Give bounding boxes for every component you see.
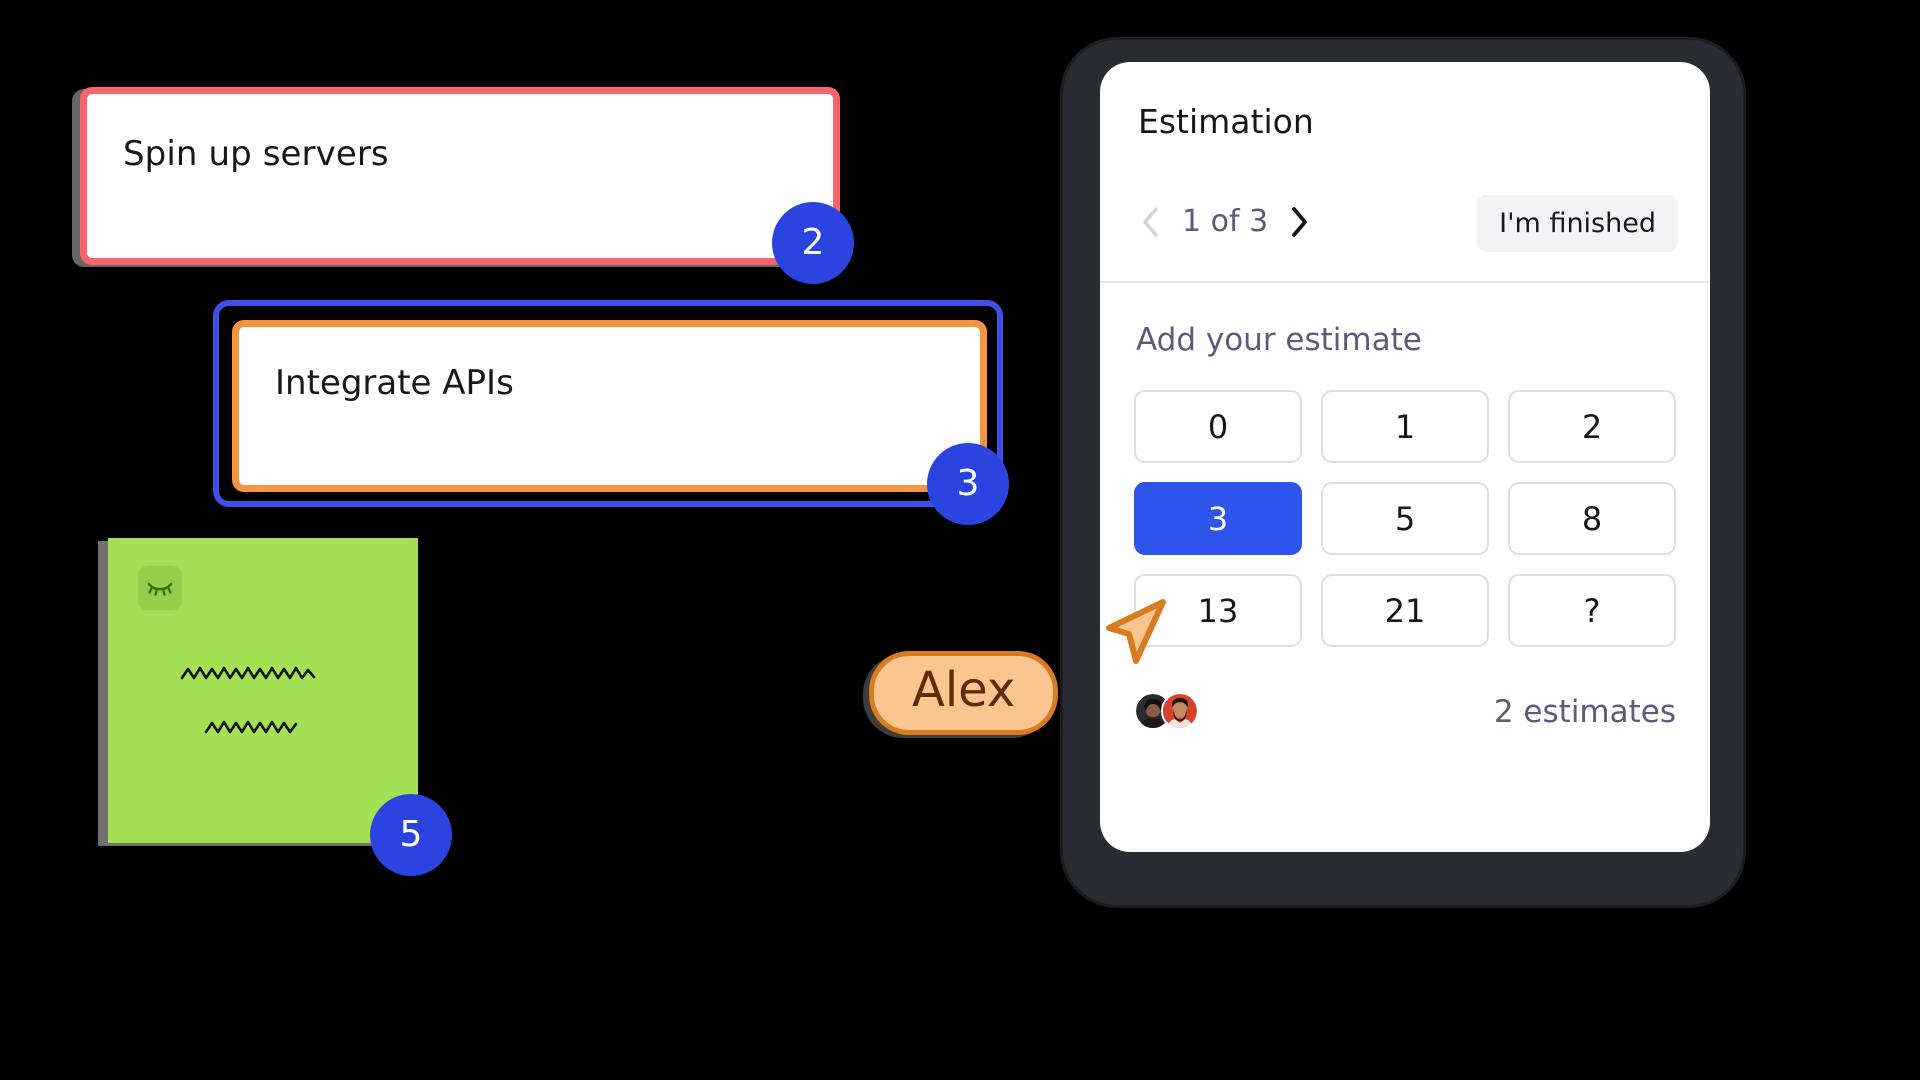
avatar [1134, 692, 1172, 730]
estimate-button-2[interactable]: 2 [1508, 390, 1676, 463]
page-title: Estimation [1138, 102, 1314, 141]
story-card-title: Spin up servers [123, 134, 389, 174]
add-estimate-label: Add your estimate [1136, 322, 1422, 358]
estimate-button-13[interactable]: 13 [1134, 574, 1302, 647]
chevron-right-icon[interactable] [1282, 205, 1316, 239]
story-card-title: Integrate APIs [275, 363, 514, 403]
avatar [1161, 692, 1199, 730]
sticky-note-hidden-badge [138, 566, 182, 610]
story-card-estimate-badge-2: 2 [772, 202, 854, 284]
chevron-left-icon[interactable] [1134, 205, 1168, 239]
estimate-button-3[interactable]: 3 [1134, 482, 1302, 555]
story-card-estimate-badge-3: 3 [927, 443, 1009, 525]
estimate-button-8[interactable]: 8 [1508, 482, 1676, 555]
cursor-arrow-icon [1105, 598, 1167, 670]
estimates-footer: 2 estimates [1100, 692, 1710, 752]
eye-closed-icon [147, 579, 173, 597]
estimation-panel: Estimation 1 of 3 I'm finished Add your … [1100, 62, 1710, 852]
estimate-button-0[interactable]: 0 [1134, 390, 1302, 463]
divider [1100, 281, 1710, 283]
cursor-name-label: Alex [869, 651, 1059, 735]
scribble-line-icon [180, 662, 318, 688]
estimate-button-unknown[interactable]: ? [1508, 574, 1676, 647]
sticky-note-estimate-badge-5: 5 [370, 794, 452, 876]
im-finished-button[interactable]: I'm finished [1477, 195, 1678, 252]
pager-label: 1 of 3 [1182, 204, 1269, 239]
story-card-integrate-apis[interactable]: Integrate APIs [232, 320, 987, 492]
pager: 1 of 3 [1134, 204, 1316, 239]
estimates-count: 2 estimates [1493, 694, 1676, 730]
sticky-note[interactable] [108, 538, 418, 843]
story-card-spin-up-servers[interactable]: Spin up servers [80, 87, 840, 265]
estimate-button-21[interactable]: 21 [1321, 574, 1489, 647]
estimate-button-1[interactable]: 1 [1321, 390, 1489, 463]
avatar-group[interactable] [1134, 692, 1199, 730]
estimate-button-5[interactable]: 5 [1321, 482, 1489, 555]
scribble-line-icon [204, 716, 302, 742]
estimate-grid: 0 1 2 3 5 8 13 21 ? [1134, 390, 1676, 647]
